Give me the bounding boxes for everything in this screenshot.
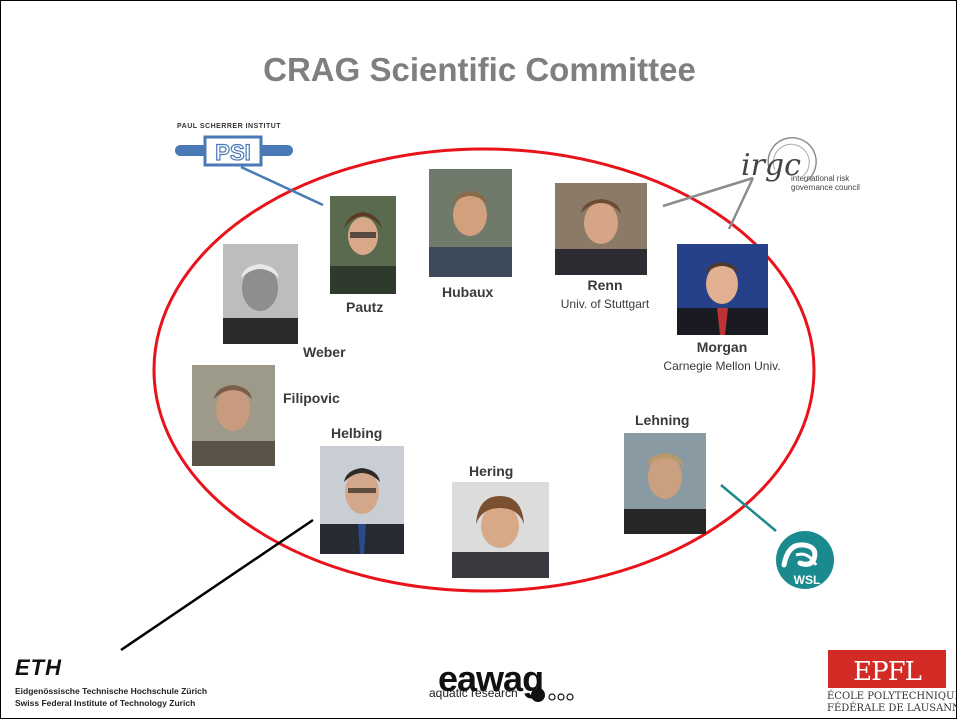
irgc-swirl-icon bbox=[767, 137, 817, 183]
pautz-name: Pautz bbox=[346, 299, 384, 315]
psi-logo-caption: PAUL SCHERRER INSTITUT bbox=[177, 123, 282, 130]
irgc-line2: governance council bbox=[791, 183, 860, 192]
epfl-line2: FÉDÉRALE DE LAUSANNE bbox=[827, 703, 957, 714]
renn-photo bbox=[555, 183, 647, 275]
renn-name: Renn bbox=[587, 277, 623, 293]
morgan-affiliation: Carnegie Mellon Univ. bbox=[663, 359, 781, 373]
eawag-logo: eawag bbox=[438, 658, 544, 699]
hubaux-photo bbox=[429, 169, 512, 277]
svg-text:EPFL: EPFL bbox=[853, 657, 922, 687]
eth-line1: Eidgenössische Technische Hochschule Zür… bbox=[15, 686, 208, 696]
svg-text:WSL: WSL bbox=[794, 573, 821, 587]
weber-photo bbox=[223, 244, 298, 344]
slide-title: CRAG Scientific Committee bbox=[263, 51, 696, 88]
weber-name: Weber bbox=[303, 344, 346, 360]
filipovic-photo bbox=[192, 365, 275, 466]
epfl-logo: EPFL bbox=[828, 650, 946, 688]
irgc-connector-renn bbox=[662, 176, 754, 208]
hering-name: Hering bbox=[469, 463, 514, 479]
hubaux-name: Hubaux bbox=[442, 284, 494, 300]
psi-connector bbox=[240, 165, 324, 207]
wsl-connector bbox=[720, 484, 777, 532]
eawag-subtitle: aquatic research bbox=[429, 686, 518, 700]
lehning-photo bbox=[624, 433, 706, 534]
wsl-logo: WSL bbox=[776, 531, 834, 589]
morgan-name: Morgan bbox=[696, 339, 748, 355]
helbing-name: Helbing bbox=[331, 425, 383, 441]
helbing-photo bbox=[320, 446, 404, 554]
eth-line2: Swiss Federal Institute of Technology Zu… bbox=[15, 698, 196, 708]
irgc-line1: international risk bbox=[791, 174, 850, 183]
morgan-photo bbox=[677, 244, 768, 335]
pautz-photo bbox=[330, 196, 396, 294]
lehning-name: Lehning bbox=[635, 412, 690, 428]
eawag-dots-icon bbox=[531, 688, 574, 702]
psi-logo: PSI bbox=[175, 135, 293, 167]
hering-photo bbox=[452, 482, 549, 578]
irgc-connector-morgan bbox=[727, 177, 755, 230]
eth-connector bbox=[120, 518, 314, 652]
filipovic-name: Filipovic bbox=[283, 390, 340, 406]
renn-affiliation: Univ. of Stuttgart bbox=[560, 297, 650, 311]
epfl-line1: ÉCOLE POLYTECHNIQUE bbox=[827, 691, 957, 702]
irgc-logo: irgc bbox=[741, 148, 801, 183]
committee-ellipse bbox=[152, 147, 816, 593]
eth-logo: ETH bbox=[15, 655, 62, 680]
svg-text:PSI: PSI bbox=[215, 140, 250, 165]
